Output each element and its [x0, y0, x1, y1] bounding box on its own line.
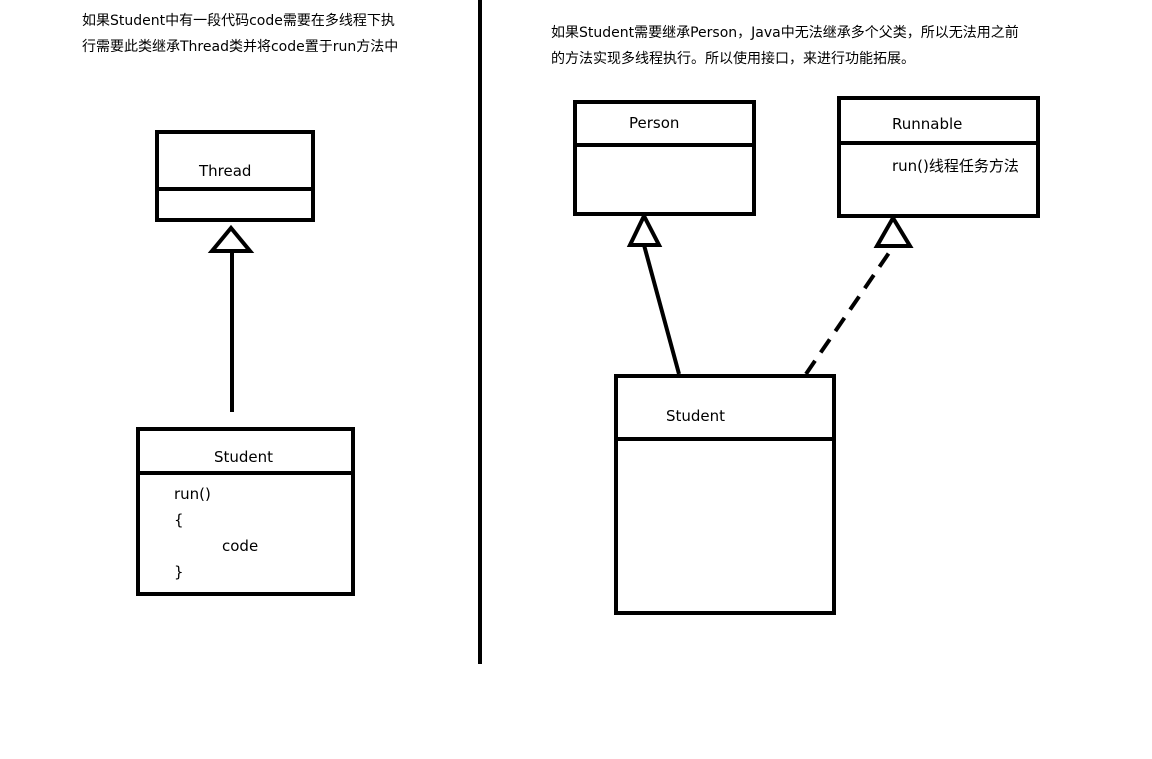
- left-note: 如果Student中有一段代码code需要在多线程下执 行需要此类继承Threa…: [82, 8, 398, 60]
- runnable-run-method: run()线程任务方法: [892, 157, 1019, 175]
- left-inheritance-arrowhead: [207, 224, 255, 253]
- thread-class-header: [159, 134, 311, 191]
- right-note-line-1: 如果Student需要继承Person，Java中无法继承多个父类，所以无法用之…: [551, 25, 1019, 41]
- person-class-header: [577, 104, 752, 147]
- thread-class-box: Thread: [155, 130, 315, 222]
- student-open-brace: {: [174, 511, 184, 529]
- runnable-realization-arrowhead: [873, 214, 914, 248]
- right-note-line-2: 的方法实现多线程执行。所以使用接口，来进行功能拓展。: [551, 51, 915, 67]
- person-inheritance-arrowhead: [626, 211, 663, 247]
- runnable-realization-line: [804, 245, 895, 376]
- thread-class-title: Thread: [199, 162, 252, 180]
- left-note-line-2: 行需要此类继承Thread类并将code置于run方法中: [82, 39, 399, 55]
- left-student-class-title: Student: [214, 448, 274, 466]
- person-inheritance-line: [642, 244, 681, 375]
- right-student-class-title: Student: [666, 407, 726, 425]
- left-note-line-1: 如果Student中有一段代码code需要在多线程下执: [82, 13, 395, 29]
- runnable-interface-title: Runnable: [892, 115, 963, 133]
- runnable-interface-header: [841, 100, 1036, 145]
- runnable-interface-box: Runnable run()线程任务方法: [837, 96, 1040, 218]
- person-class-title: Person: [629, 114, 680, 132]
- left-student-class-header: [140, 431, 351, 475]
- left-student-class-box: Student run() { code }: [136, 427, 355, 596]
- student-close-brace: }: [174, 563, 184, 581]
- right-student-class-box: Student: [614, 374, 836, 615]
- right-student-class-header: [618, 378, 832, 441]
- right-note: 如果Student需要继承Person，Java中无法继承多个父类，所以无法用之…: [551, 20, 1019, 72]
- person-class-box: Person: [573, 100, 756, 216]
- student-code-text: code: [222, 537, 259, 555]
- student-run-method: run(): [174, 485, 211, 503]
